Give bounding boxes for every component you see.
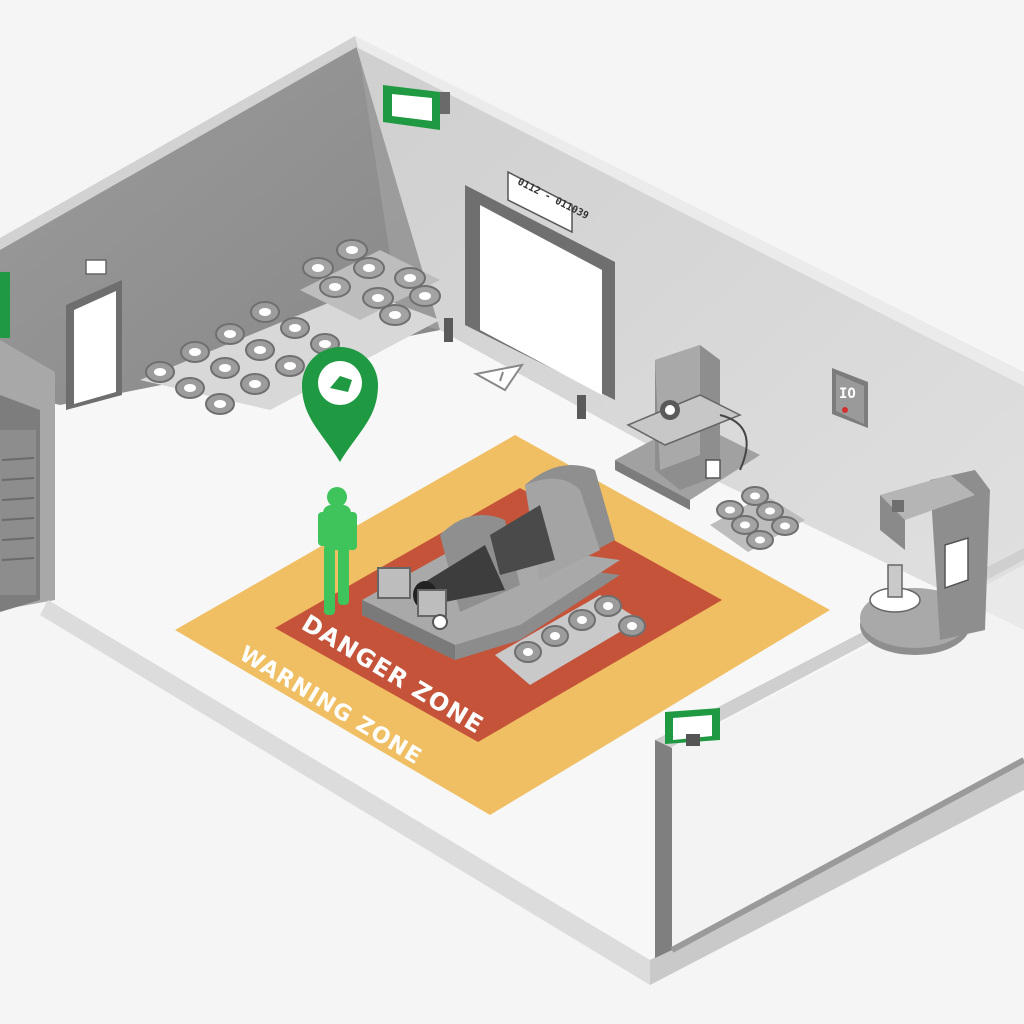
warning-triangle-icon (473, 363, 525, 392)
back-wall-right-top (355, 36, 1024, 386)
milling-machine (615, 345, 760, 510)
back-wall-left-top (0, 36, 362, 250)
location-pin-icon (302, 347, 378, 462)
worker-figure (318, 487, 357, 615)
control-panel-label: IO (839, 386, 856, 402)
wireless-beacon-icon (665, 708, 720, 746)
pipe-rack-back (140, 290, 440, 415)
drill-press (860, 470, 990, 655)
wireless-beacon-icon (0, 272, 10, 338)
door-sensor-left (444, 318, 453, 342)
cylinder-stack-right (710, 486, 805, 552)
wall-corner-shade (355, 42, 440, 330)
front-partition-face (672, 565, 1024, 950)
roller-door (0, 430, 36, 595)
floor-front-edge-left (40, 600, 650, 985)
floor-front-edge-right (650, 760, 1024, 985)
door-sensor-right (577, 395, 586, 419)
left-door (66, 259, 122, 410)
control-panel: IO (832, 368, 868, 428)
central-machine (362, 465, 620, 660)
front-partition (655, 740, 672, 958)
cylinder-stack-back (300, 239, 441, 326)
pipe-rack-front (495, 595, 646, 685)
front-partition-base (670, 757, 1024, 953)
wireless-beacon-icon (383, 85, 450, 130)
